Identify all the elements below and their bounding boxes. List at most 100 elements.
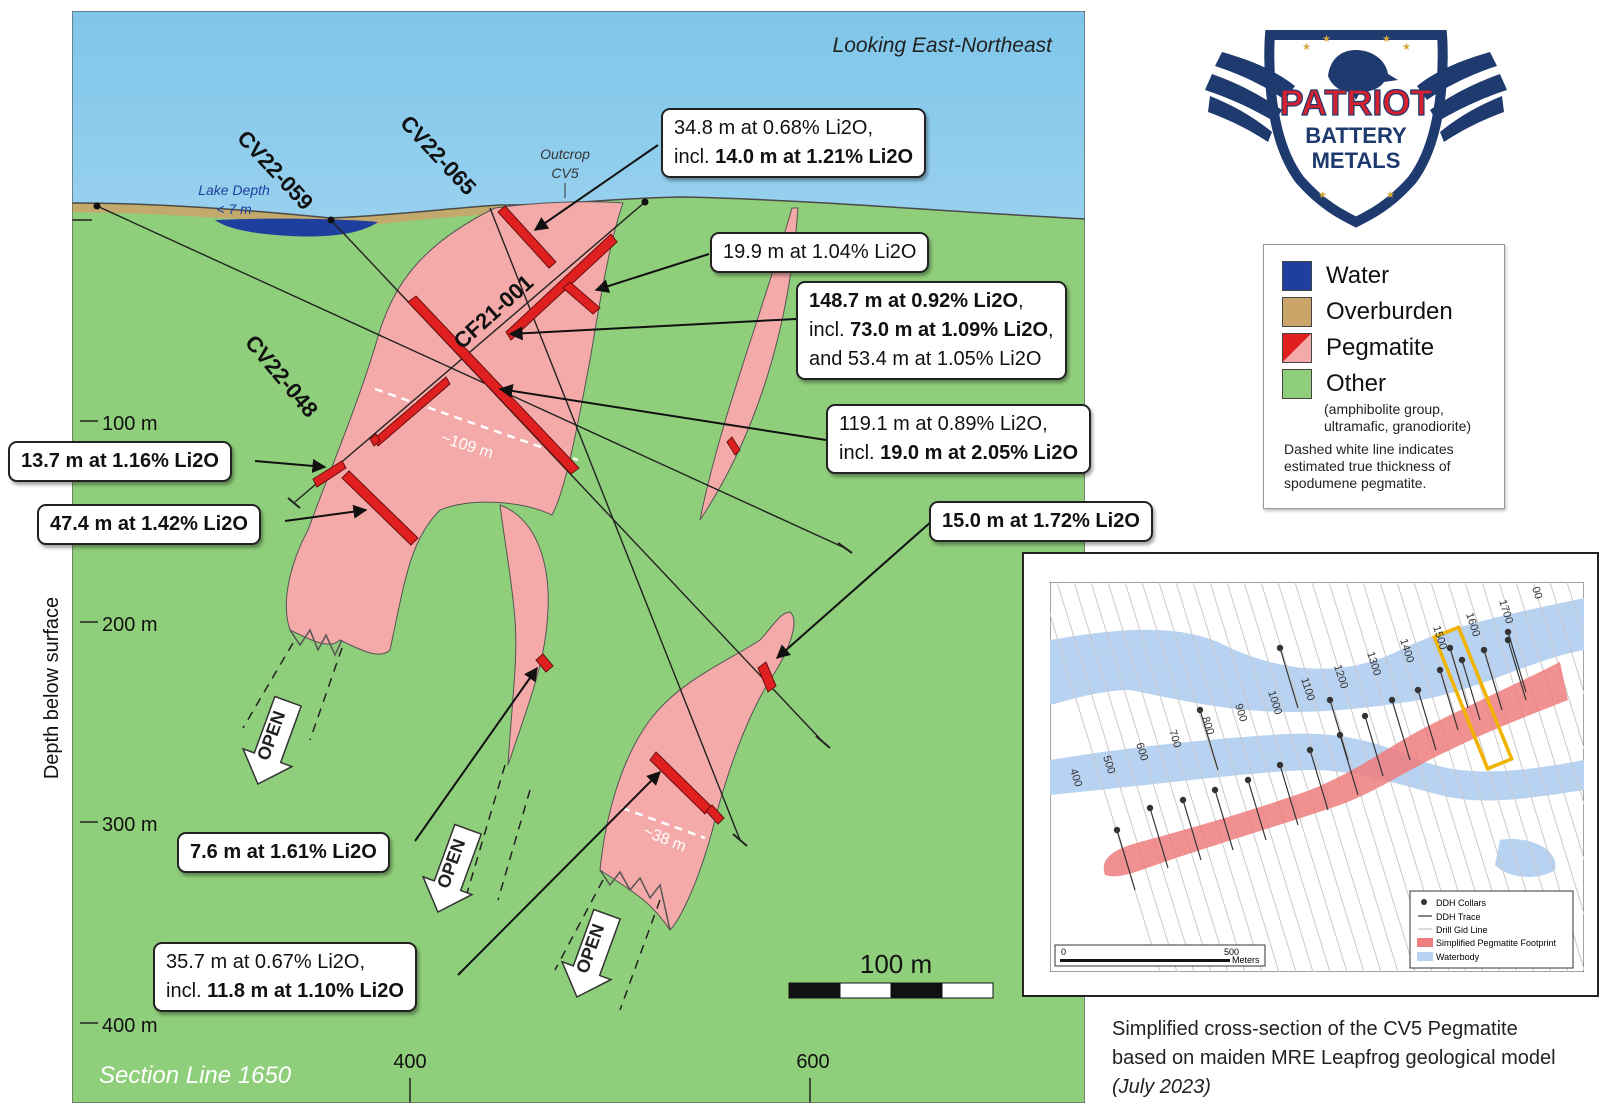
callout-line: 119.1 m at 0.89% Li2O, <box>839 413 1048 435</box>
inset-grid-label: 500 <box>1100 754 1117 775</box>
inset-ddh-collar <box>1276 761 1284 769</box>
central-pegmatite-tongue <box>499 504 549 766</box>
inset-grid-line <box>1549 582 1584 695</box>
callout-line: 148.7 m at 0.92% Li2O, <box>809 287 1054 316</box>
water-swatch <box>1282 261 1312 291</box>
inset-ddh-collar <box>1446 644 1454 652</box>
callout-text: incl. <box>809 319 851 341</box>
inset-ddh-trace <box>1149 807 1169 869</box>
inset-scale-bar: 0 500 Meters <box>1054 944 1266 967</box>
inset-grid-label: 700 <box>1166 728 1183 749</box>
inset-grid-line <box>1515 582 1584 805</box>
inset-grid-line <box>1243 582 1365 972</box>
inset-ddh-trace <box>1199 709 1219 771</box>
legend-item-water: Water <box>1282 259 1389 293</box>
depth-tick-label: 300 m <box>102 814 158 836</box>
inset-legend: DDH Collars DDH Trace Drill Gid Line Sim… <box>1409 890 1574 969</box>
section-line-label: Section Line 1650 <box>99 1062 292 1089</box>
pegmatite-swatch <box>1282 333 1312 363</box>
section-panel: OPEN OPEN OPEN 100 m 200 m 300 m 400 m 4… <box>72 11 1085 1103</box>
callout-bold: 7.6 m at 1.61% Li2O <box>190 841 377 863</box>
legend-label: Overburden <box>1326 298 1453 325</box>
svg-text:★: ★ <box>1302 42 1311 53</box>
caption-date: (July 2023) <box>1112 1076 1211 1098</box>
inset-ddh-trace <box>1391 699 1411 761</box>
intercepts <box>312 205 777 825</box>
callout-cv22-048-a: 13.7 m at 1.16% Li2O <box>8 441 232 482</box>
logo-line2: BATTERY <box>1305 123 1407 148</box>
view-direction-label: Looking East-Northeast <box>833 34 1054 57</box>
legend-label: Other <box>1326 370 1387 397</box>
inset-grid-line <box>1073 582 1195 972</box>
scale-bar <box>788 982 994 999</box>
callout-line: incl. 14.0 m at 1.21% Li2O <box>674 143 913 172</box>
inset-ddh-collar <box>1306 746 1314 754</box>
inset-ddh-trace <box>1364 715 1384 777</box>
callout-arrows <box>254 144 933 976</box>
callout-line: incl. 73.0 m at 1.09% Li2O, <box>809 316 1054 345</box>
legend-dashed-note: Dashed white line indicates estimated tr… <box>1284 441 1454 492</box>
true-thickness-line-lower <box>621 806 706 840</box>
inset-ddh-collar <box>1388 696 1396 704</box>
inset-ddh-collar <box>1113 826 1121 834</box>
callout-text: , <box>1018 290 1024 312</box>
svg-text:★: ★ <box>1402 42 1411 53</box>
inset-ddh-trace <box>1417 689 1437 751</box>
depth-tick-label: 200 m <box>102 614 158 636</box>
depth-tick-label: 400 m <box>102 1015 158 1037</box>
inset-grid-lines <box>1050 582 1584 972</box>
caption-line: based on maiden MRE Leapfrog geological … <box>1112 1047 1556 1069</box>
inset-ddh-collar <box>1179 796 1187 804</box>
inset-ddh-trace <box>1279 764 1299 826</box>
inset-ddh-collar <box>1414 686 1422 694</box>
inset-grid-line <box>1277 582 1399 972</box>
callout-cv22-065: 34.8 m at 0.68% Li2O, incl. 14.0 m at 1.… <box>661 108 927 178</box>
drill-trace-cf21-001 <box>294 201 646 503</box>
lake-water <box>215 218 378 237</box>
inset-ddh-trace <box>1116 829 1136 891</box>
legend-label: Pegmatite <box>1326 334 1435 361</box>
scale-bar-label: 100 m <box>860 949 932 979</box>
svg-text:★: ★ <box>1382 34 1391 45</box>
inset-ddh-trace <box>1507 631 1527 693</box>
inset-ddh-trace <box>1507 639 1527 701</box>
other-swatch <box>1282 369 1312 399</box>
callout-bold: 47.4 m at 1.42% Li2O <box>50 513 248 535</box>
inset-grid-line <box>1498 582 1584 860</box>
inset-legend-item: DDH Trace <box>1436 912 1481 922</box>
inset-grid-label: 400 <box>1067 767 1084 788</box>
inset-grid-label: 00 <box>1529 585 1544 600</box>
callout-bold: 19.0 m at 2.05% Li2O <box>880 442 1079 464</box>
overburden-swatch <box>1282 297 1312 327</box>
callout-line: incl. 11.8 m at 1.10% Li2O <box>166 977 404 1006</box>
inset-grid-line <box>1175 582 1297 972</box>
inset-ddh-collar <box>1244 776 1252 784</box>
callout-text: , <box>1048 319 1054 341</box>
inset-ddh-trace <box>1483 649 1503 711</box>
inset-ddh-collar <box>1276 644 1284 652</box>
inset-waterbody <box>1050 598 1584 712</box>
lake-depth-label: Lake Depth <box>198 182 270 198</box>
inset-legend-item: DDH Collars <box>1436 898 1487 908</box>
callout-line: incl. 19.0 m at 2.05% Li2O <box>839 439 1078 468</box>
inset-ddh-collar <box>1211 786 1219 794</box>
legend: Water Overburden Pegmatite Other (amphib… <box>1263 244 1505 509</box>
left-wing-icon <box>1205 52 1295 142</box>
inset-ddh-trace <box>1449 647 1469 709</box>
star-icons: ★★★★ ★★ <box>1302 34 1411 201</box>
eagle-head-icon <box>1328 50 1398 100</box>
logo-line3: METALS <box>1312 148 1401 173</box>
inset-waterbody <box>1050 733 1584 801</box>
drill-end-tick <box>837 542 853 554</box>
lower-pegmatite-lens <box>599 611 795 931</box>
inset-scale-end: 500 <box>1224 947 1239 957</box>
inset-ddh-trace <box>1279 647 1299 709</box>
inset-ddh-collar <box>1480 646 1488 654</box>
legend-label: Water <box>1326 262 1390 289</box>
inset-ddh-collar <box>1146 804 1154 812</box>
inset-grid-label: 800 <box>1199 715 1216 736</box>
inset-ddh-trace <box>1439 669 1459 731</box>
inset-grid-line <box>1481 582 1584 916</box>
